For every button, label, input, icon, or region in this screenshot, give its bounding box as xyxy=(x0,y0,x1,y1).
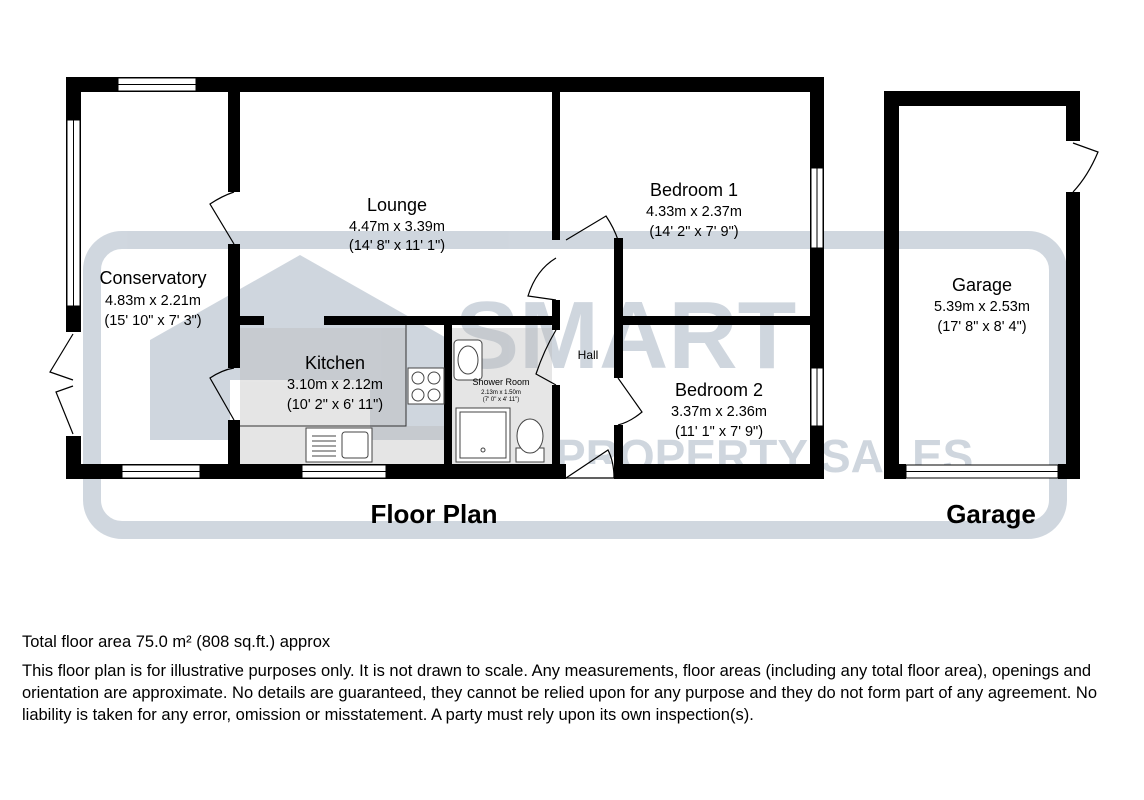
room-name: Garage xyxy=(952,275,1012,295)
door-swing xyxy=(617,377,643,426)
room-dimensions-metric: 5.39m x 2.53m xyxy=(934,299,1030,315)
kitchen-worktop xyxy=(240,325,407,427)
disclaimer-text: This floor plan is for illustrative purp… xyxy=(22,662,1098,724)
room-dimensions-metric: 3.10m x 2.12m xyxy=(287,377,383,393)
door-swing xyxy=(565,215,619,241)
kitchen-fittings xyxy=(240,325,445,463)
watermark-house-icon xyxy=(150,255,450,440)
room-labels: Conservatory 4.83m x 2.21m (15' 10" x 7'… xyxy=(99,180,1035,529)
room-dimensions-imperial: (14' 8" x 11' 1") xyxy=(349,238,445,254)
doors xyxy=(49,141,1099,479)
room-name: Bedroom 2 xyxy=(675,380,763,400)
door-swing xyxy=(1072,142,1099,193)
watermark-frame xyxy=(83,231,1067,539)
floor-plan-drawing: SMART PROPERTY SALES xyxy=(49,77,1099,539)
windows xyxy=(66,77,1059,479)
room-dimensions-imperial: (10' 2" x 6' 11") xyxy=(287,397,383,413)
room-name: Hall xyxy=(578,348,599,362)
room-dimensions-metric: 4.83m x 2.21m xyxy=(105,293,201,309)
door-swing xyxy=(527,257,557,301)
watermark: SMART PROPERTY SALES xyxy=(83,231,1067,539)
door-swing xyxy=(209,191,235,245)
door-swing xyxy=(565,449,615,479)
room-name: Shower Room xyxy=(472,377,529,387)
room-dimensions-imperial: (17' 8" x 8' 4") xyxy=(937,319,1026,335)
room-dimensions-imperial: (11' 1" x 7' 9") xyxy=(675,424,763,440)
floor-plan-label: Floor Plan xyxy=(370,499,497,529)
room-dimensions-imperial: (15' 10" x 7' 3") xyxy=(104,313,201,329)
room-name: Bedroom 1 xyxy=(650,180,738,200)
door-swing xyxy=(535,329,557,386)
room-dimensions-imperial: (7' 0" x 4' 11") xyxy=(483,397,519,403)
door-swing xyxy=(209,367,235,421)
room-dimensions-metric: 3.37m x 2.36m xyxy=(671,404,767,420)
room-dimensions-metric: 2.13m x 1.50m xyxy=(481,390,521,396)
door-swing xyxy=(55,385,74,435)
total-floor-area: Total floor area 75.0 m² (808 sq.ft.) ap… xyxy=(22,633,331,651)
room-name: Conservatory xyxy=(99,268,206,288)
garage-plan-label: Garage xyxy=(946,499,1036,529)
door-swing xyxy=(49,333,74,381)
room-dimensions-metric: 4.33m x 2.37m xyxy=(646,204,742,220)
watermark-main-text: SMART xyxy=(455,282,796,389)
room-dimensions-metric: 4.47m x 3.39m xyxy=(349,219,445,235)
room-name: Lounge xyxy=(367,195,427,215)
room-dimensions-imperial: (14' 2" x 7' 9") xyxy=(649,224,738,240)
bathroom-fittings xyxy=(453,339,545,463)
room-name: Kitchen xyxy=(305,353,365,373)
